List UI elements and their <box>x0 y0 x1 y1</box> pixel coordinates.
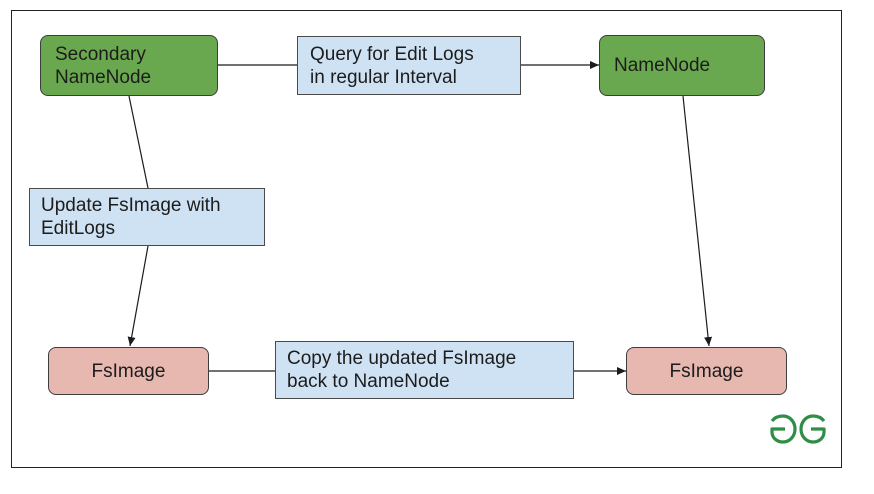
gfg-logo-icon <box>770 414 826 444</box>
fsimage-right-node: FsImage <box>626 347 787 395</box>
query-edge-text: Query for Edit Logs in regular Interval <box>310 43 474 88</box>
namenode-label: NameNode <box>614 55 711 76</box>
fsimage-left-label: FsImage <box>91 360 166 382</box>
query-edge-label: Query for Edit Logs in regular Interval <box>297 36 521 95</box>
copy-edge-label: Copy the updated FsImage back to NameNod… <box>275 341 574 399</box>
secondary-namenode-node: Secondary NameNode <box>40 35 218 96</box>
namenode-node: NameNode <box>599 35 765 96</box>
copy-edge-text: Copy the updated FsImage back to NameNod… <box>287 348 517 392</box>
update-edge-label: Update FsImage with EditLogs <box>29 188 265 246</box>
secondary-namenode-label: Secondary NameNode <box>55 43 152 88</box>
fsimage-left-node: FsImage <box>48 347 209 395</box>
update-edge-text: Update FsImage with EditLogs <box>41 195 221 239</box>
fsimage-right-label: FsImage <box>669 360 744 382</box>
